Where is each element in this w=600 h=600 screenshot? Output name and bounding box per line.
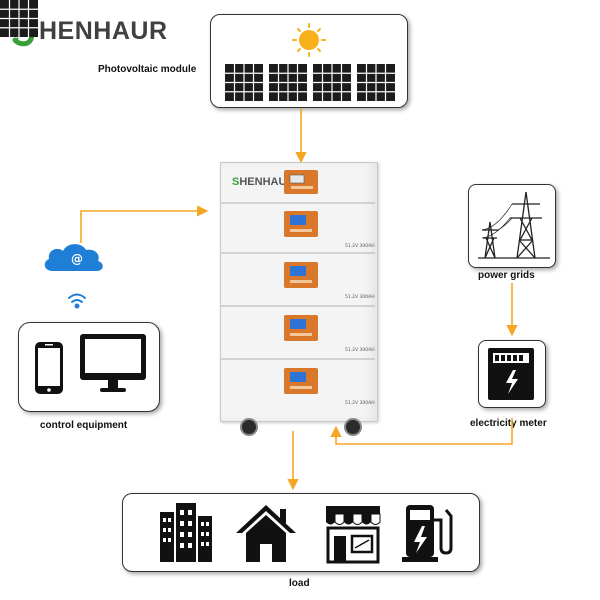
sun-icon xyxy=(292,23,326,57)
battery-module: 51.2V 300AH xyxy=(284,315,375,353)
load-label: load xyxy=(289,578,310,589)
photovoltaic-label: Photovoltaic module xyxy=(98,64,197,75)
module-spec-label: 51.2V 300AH xyxy=(345,400,375,406)
module-spec-label: 51.2V 300AH xyxy=(345,347,375,353)
module-lcd xyxy=(290,266,306,276)
logo-text: HENHAUR xyxy=(39,16,168,45)
company-logo: HENHAUR xyxy=(12,14,168,48)
power-tower-icon xyxy=(478,191,550,259)
ev-charger-icon xyxy=(402,505,453,562)
battery-module: 51.2V 300AH xyxy=(284,262,375,300)
monitor-icon xyxy=(80,334,146,392)
svg-text:@: @ xyxy=(71,252,83,266)
house-icon xyxy=(236,505,296,562)
connection-arrows xyxy=(80,108,518,491)
module-lcd xyxy=(290,319,306,329)
cabinet-logo: SHENHAUR xyxy=(232,176,295,188)
module-spec-label: 51.2V 300AH xyxy=(345,243,375,249)
shop-icon xyxy=(326,506,381,564)
building-icon xyxy=(160,503,212,562)
phone-icon xyxy=(35,342,63,394)
battery-modules: 51.2V 300AH 51.2V 300AH 51.2V 300AH 51.2V 3… xyxy=(284,211,375,406)
cabinet-details xyxy=(221,170,375,360)
control-equipment-label: control equipment xyxy=(40,420,128,431)
battery-module: 51.2V 300AH xyxy=(284,368,375,406)
cabinet-wheel-right xyxy=(344,418,362,436)
arrow-cloud-to-battery xyxy=(80,205,209,243)
module-spec-label: 51.2V 300AH xyxy=(345,294,375,300)
solar-panel-icon xyxy=(0,0,38,37)
electricity-meter-label: electricity meter xyxy=(470,418,547,429)
cloud-icon: @ xyxy=(44,244,103,271)
cabinet-wheel-left xyxy=(240,418,258,436)
meter-icon xyxy=(488,348,534,400)
wifi-icon xyxy=(68,293,86,309)
battery-module: 51.2V 300AH xyxy=(284,211,375,249)
module-lcd xyxy=(290,215,306,225)
module-lcd xyxy=(290,372,306,382)
arrow-meter-to-battery xyxy=(330,418,513,445)
power-grids-label: power grids xyxy=(478,270,535,281)
power-grid-box xyxy=(468,184,556,268)
